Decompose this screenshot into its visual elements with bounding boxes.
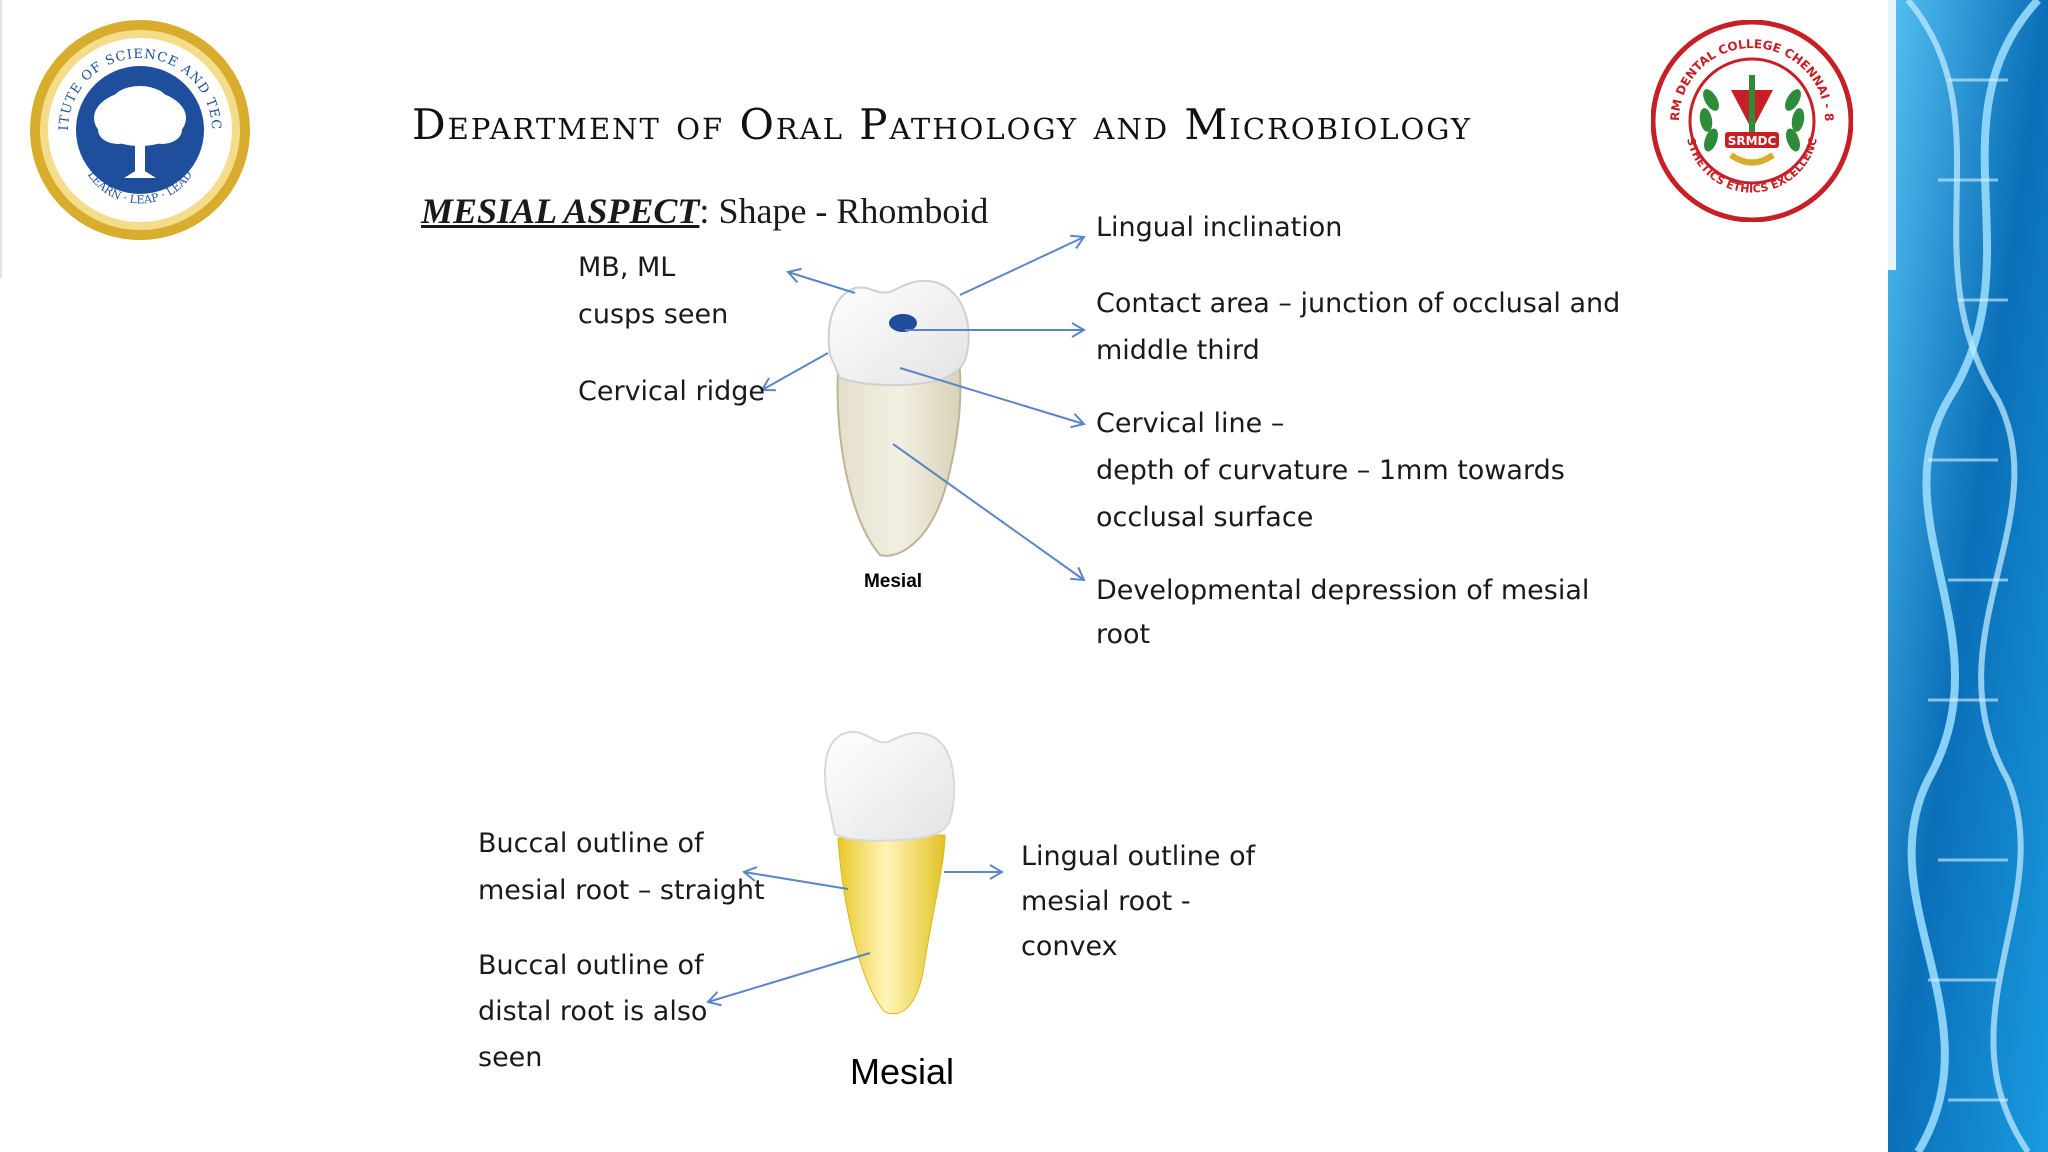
arrow-cusps bbox=[786, 267, 856, 294]
label-line: seen bbox=[478, 1042, 543, 1073]
label-line: Buccal outline of bbox=[478, 950, 704, 981]
label-cervical-line: Cervical line – depth of curvature – 1mm… bbox=[1096, 400, 1565, 541]
tree-icon bbox=[94, 86, 186, 178]
upper-tooth-caption: Mesial bbox=[864, 571, 922, 592]
arrow-buccal-distal bbox=[706, 952, 871, 1007]
label-line: occlusal surface bbox=[1096, 502, 1314, 533]
aspect-heading: MESIAL ASPECT: Shape - Rhomboid bbox=[421, 190, 988, 232]
label-line: cusps seen bbox=[578, 299, 729, 330]
label-line: Developmental depression of mesial bbox=[1096, 575, 1590, 606]
arrow-developmental-depression bbox=[892, 443, 1086, 582]
arrow-buccal-mesial bbox=[742, 866, 849, 890]
aspect-shape: Shape - Rhomboid bbox=[718, 191, 989, 231]
lower-tooth-image bbox=[824, 730, 956, 1015]
label-line: MB, ML bbox=[578, 252, 676, 283]
srm-institute-logo: SRM INSTITUTE OF SCIENCE AND TECHNOLOGY … bbox=[28, 18, 250, 240]
arrow-lingual-inclination bbox=[959, 234, 1086, 296]
srm-dental-college-logo: SRM DENTAL COLLEGE CHENNAI - 89 ESTHETIC… bbox=[1651, 20, 1853, 222]
label-cusps-seen: MB, ML cusps seen bbox=[578, 244, 728, 338]
label-buccal-distal-root: Buccal outline of distal root is also se… bbox=[478, 943, 707, 1081]
label-line: middle third bbox=[1096, 335, 1260, 366]
aspect-separator: : bbox=[699, 191, 719, 231]
slide-edge-line bbox=[0, 0, 2, 278]
diagram-canvas: Mesial Mesial bbox=[706, 234, 1086, 1092]
label-cervical-ridge: Cervical ridge bbox=[578, 376, 766, 407]
arrow-cervical-ridge bbox=[760, 352, 829, 392]
laurel-icon bbox=[1699, 89, 1805, 152]
label-line: Contact area – junction of occlusal and bbox=[1096, 288, 1621, 319]
label-lingual-inclination: Lingual inclination bbox=[1096, 212, 1343, 243]
label-line: convex bbox=[1021, 931, 1118, 962]
label-developmental-depression: Developmental depression of mesial root bbox=[1096, 569, 1589, 657]
label-lingual-mesial-root: Lingual outline of mesial root - convex bbox=[1021, 834, 1255, 969]
label-line: mesial root - bbox=[1021, 886, 1191, 917]
label-line: root bbox=[1096, 619, 1151, 650]
label-line: distal root is also bbox=[478, 996, 708, 1027]
label-line: Buccal outline of bbox=[478, 828, 704, 859]
label-contact-area: Contact area – junction of occlusal and … bbox=[1096, 280, 1620, 374]
dental-logo-abbr: SRMDC bbox=[1728, 134, 1777, 148]
label-line: depth of curvature – 1mm towards bbox=[1096, 455, 1565, 486]
label-buccal-mesial-root: Buccal outline of mesial root – straight bbox=[478, 820, 765, 914]
upper-tooth-image bbox=[827, 279, 970, 557]
arrow-cervical-line bbox=[899, 367, 1086, 429]
caduceus-icon bbox=[1731, 75, 1773, 145]
label-line: Lingual outline of bbox=[1021, 841, 1256, 872]
dna-helix-decoration bbox=[1888, 0, 2048, 1152]
label-line: mesial root – straight bbox=[478, 875, 765, 906]
page-title: Department of Oral Pathology and Microbi… bbox=[412, 100, 1473, 149]
label-line: Cervical line – bbox=[1096, 408, 1285, 439]
aspect-name: MESIAL ASPECT bbox=[421, 191, 700, 231]
contact-area-dot bbox=[889, 314, 917, 332]
lower-tooth-caption: Mesial bbox=[850, 1051, 954, 1092]
